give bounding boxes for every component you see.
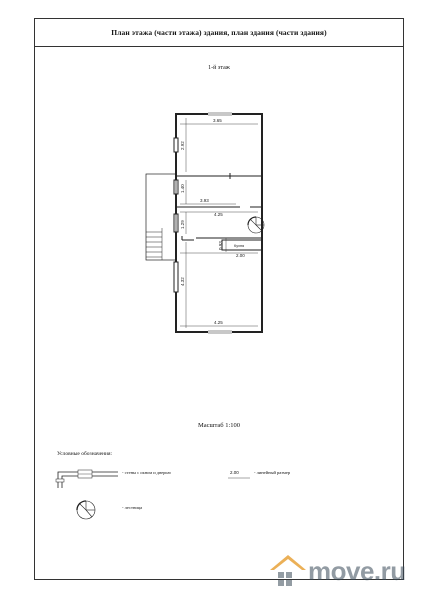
window (173, 137, 179, 153)
porch (145, 173, 177, 261)
outer-walls (175, 113, 263, 333)
dim-label: 1.40 (180, 184, 185, 193)
watermark-logo (270, 555, 306, 586)
dim-label: 3.93 (200, 198, 209, 203)
window (173, 261, 179, 293)
dim-label: 2.00 (236, 253, 245, 258)
exterior-stairs (146, 228, 163, 260)
legend-title: Условные обозначения: (57, 451, 113, 457)
dim-label: 1.29 (180, 220, 185, 229)
watermark-text: move.ru (308, 556, 406, 586)
legend-dimension-label: - линейный размер (254, 470, 291, 475)
dim-label: 4.32 (180, 277, 185, 286)
document-frame: План этажа (части этажа) здания, план зд… (34, 18, 404, 580)
legend-wall-symbol (55, 469, 118, 488)
house-icon (270, 555, 306, 586)
room-label: Кухня (234, 244, 244, 248)
scale-label: Масштаб 1:100 (197, 422, 241, 429)
dim-label: 3.65 (213, 118, 222, 123)
legend-wall-label: - стены с окном и дверью (122, 470, 171, 475)
legend-stair-label: - лестница (122, 505, 143, 510)
legend-dimension-sample: 2.00 (230, 470, 239, 475)
floor-label: 1-й этаж (208, 65, 230, 71)
dim-label: 0.93 (218, 241, 223, 250)
dim-label: 4.25 (214, 320, 223, 325)
spiral-stair-icon (247, 216, 265, 234)
dim-label: 4.25 (214, 212, 223, 217)
legend-stair-icon (76, 500, 96, 520)
dim-label: 2.92 (180, 141, 185, 150)
document-title: План этажа (части этажа) здания, план зд… (35, 19, 403, 47)
kitchen-counter (221, 239, 263, 251)
